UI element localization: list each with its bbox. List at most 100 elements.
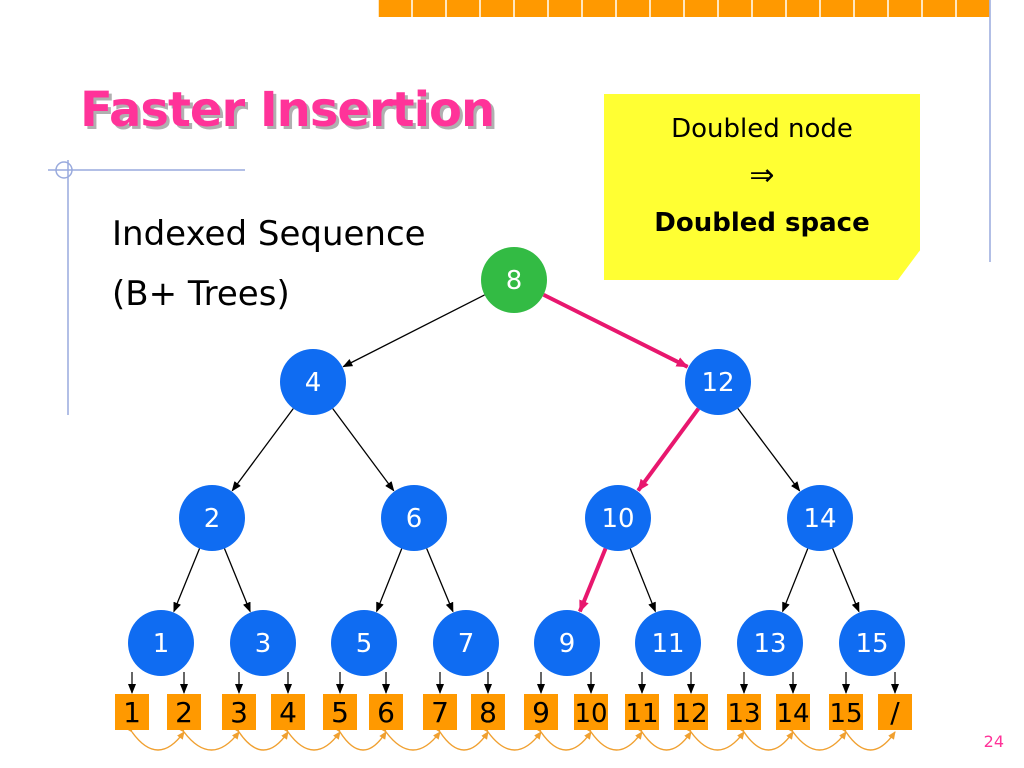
tree-edge-6-7 (426, 548, 454, 613)
tree-node-label: 5 (356, 629, 373, 659)
sequence-cell-label: 15 (829, 699, 862, 729)
tree-edge-2-1 (173, 548, 201, 613)
tree-edge-12-14 (737, 408, 801, 492)
tree-node-2: 2 (179, 485, 245, 551)
subtitle-line-2: (B+ Trees) (112, 274, 290, 314)
tree-node-14: 14 (787, 485, 853, 551)
sequence-cell (878, 694, 912, 730)
sequence-cell (167, 694, 201, 730)
sequence-cell (625, 694, 659, 730)
sequence-cell-label: 1 (123, 696, 141, 729)
sequence-cell (115, 694, 149, 730)
highlighted-edge-8-12 (542, 292, 689, 369)
tree-node-label: 2 (204, 504, 221, 534)
page-number: 24 (983, 732, 1004, 751)
tree-edge-6-5 (376, 548, 403, 613)
tree-node-circle (331, 610, 397, 676)
tree-node-label: 15 (855, 629, 888, 659)
tree-node-circle (179, 485, 245, 551)
sequence-cell (369, 694, 403, 730)
sequence-link (176, 724, 240, 751)
tree-node-9: 9 (534, 610, 600, 676)
sequence-cell-label: 13 (727, 699, 760, 729)
sequence-link (584, 724, 643, 751)
tree-node-8: 8 (481, 247, 547, 313)
top-bar-ticks (377, 0, 991, 17)
tree-node-12: 12 (685, 349, 751, 415)
tree-node-7: 7 (433, 610, 499, 676)
tree-node-10: 10 (585, 485, 651, 551)
sequence-cell (271, 694, 305, 730)
sequence-cell-label: 7 (431, 696, 449, 729)
note-implies-arrow: ⇒ (749, 158, 775, 193)
slide-title: Faster Insertion (80, 82, 495, 138)
tree-node-circle (128, 610, 194, 676)
sequence-link (232, 724, 289, 751)
tree-node-11: 11 (635, 610, 701, 676)
tree-edges (173, 292, 860, 613)
sequence-cell-label: 9 (532, 696, 550, 729)
sequence-cell-label: 3 (230, 696, 248, 729)
root-node-circle (481, 247, 547, 313)
tree-node-circle (685, 349, 751, 415)
tree-node-circle (787, 485, 853, 551)
sequence-cell-label: 11 (625, 699, 658, 729)
sequence-link (281, 724, 341, 751)
sequence-cell (674, 694, 708, 730)
tree-node-circle (839, 610, 905, 676)
sequence-cell (471, 694, 505, 730)
sequence-links (125, 672, 899, 751)
tree-node-circle (585, 485, 651, 551)
sequence-link (378, 724, 441, 751)
sequence-link (333, 724, 387, 751)
sequence-link (839, 724, 896, 751)
sequence-cell (524, 694, 558, 730)
tree-edge-14-13 (782, 548, 809, 613)
highlighted-edge-12-10 (636, 407, 701, 492)
tree-node-circle (635, 610, 701, 676)
note-line-doubled-space: Doubled space (654, 208, 870, 238)
tree-node-circle (737, 610, 803, 676)
tree-node-label: 13 (753, 629, 786, 659)
sticky-note: Doubled node ⇒ Doubled space (604, 94, 920, 280)
sequence-link (534, 724, 592, 751)
subtitle-line-1: Indexed Sequence (112, 214, 426, 254)
tree-node-5: 5 (331, 610, 397, 676)
tree-node-label: 14 (803, 504, 836, 534)
tree-node-label: 12 (701, 368, 734, 398)
sequence-link (684, 724, 745, 751)
tree-node-circle (280, 349, 346, 415)
tree-node-label: 8 (506, 266, 523, 296)
tree-node-label: 4 (305, 368, 322, 398)
tree-node-label: 9 (559, 629, 576, 659)
sequence-cell-label: 10 (574, 699, 607, 729)
tree-node-label: 7 (458, 629, 475, 659)
tree-node-circle (381, 485, 447, 551)
sequence-link (481, 724, 542, 751)
sequence-link (125, 724, 185, 751)
tree-edge-10-11 (629, 548, 656, 613)
frame-ring-icon (55, 161, 73, 179)
tree-edge-4-6 (332, 408, 395, 492)
sequence-cell-label: 2 (175, 696, 193, 729)
sequence-cell (727, 694, 761, 730)
tree-node-15: 15 (839, 610, 905, 676)
tree-node-label: 1 (153, 629, 170, 659)
tree-node-3: 3 (230, 610, 296, 676)
sequence-cell-label: 5 (331, 696, 349, 729)
sequence-link (786, 724, 847, 751)
sequence-link (737, 724, 794, 751)
sequence-cell (323, 694, 357, 730)
highlighted-edge-10-9 (577, 547, 608, 613)
tree-node-label: 10 (601, 504, 634, 534)
sequence-cell (776, 694, 810, 730)
sequence-link (433, 724, 489, 751)
sequence-cell-label: 14 (776, 699, 809, 729)
tree-edge-2-3 (223, 548, 251, 613)
sequence-cell-label: / (890, 696, 900, 729)
